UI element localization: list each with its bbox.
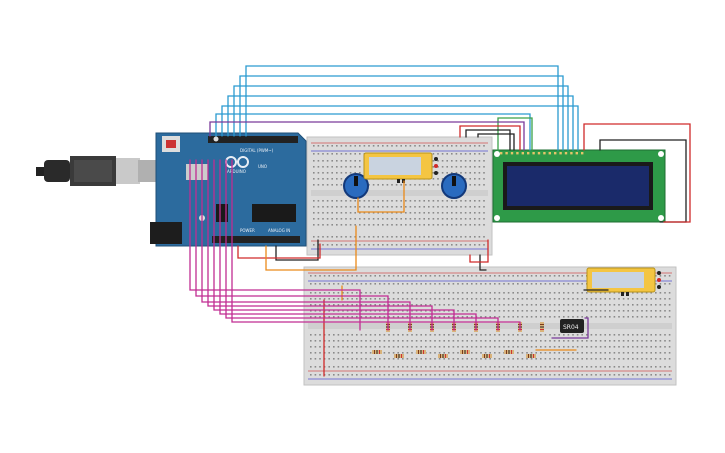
wire-orange-2[interactable] — [265, 225, 357, 271]
arduino-brand-label: ARDUINO — [227, 169, 246, 174]
wire-blue-6[interactable] — [215, 113, 531, 151]
wire-magenta-7[interactable] — [231, 159, 521, 331]
analog-pins-label: ANALOG IN — [268, 228, 290, 233]
lcd-16x2-module[interactable] — [492, 149, 666, 223]
arduino-uno-board[interactable]: ARDUINO UNO DIGITAL (PWM~) POWER ANALOG … — [150, 132, 307, 247]
wire-magenta-6[interactable] — [225, 159, 499, 331]
wire-black-5[interactable] — [275, 239, 319, 261]
wire-blue-1[interactable] — [245, 65, 559, 151]
digital-pins-label: DIGITAL (PWM~) — [240, 148, 274, 153]
wire-magenta-4[interactable] — [213, 159, 455, 331]
ic-module-label: SR04 — [563, 324, 579, 331]
wire-red-4[interactable] — [237, 243, 321, 259]
wire-black-1[interactable] — [465, 129, 511, 151]
arduino-model-label: UNO — [258, 164, 267, 169]
ic-module[interactable]: SR04 — [560, 319, 584, 333]
wire-blue-5[interactable] — [221, 105, 579, 151]
wire-magenta-2[interactable] — [201, 159, 411, 331]
potentiometer-left[interactable] — [343, 173, 369, 199]
wire-black-4[interactable] — [479, 254, 487, 271]
wires[interactable] — [189, 65, 691, 377]
wire-purple-1[interactable] — [209, 121, 525, 151]
power-pins-label: POWER — [240, 228, 255, 233]
wire-red-2[interactable] — [583, 123, 691, 223]
wire-red-3[interactable] — [469, 239, 489, 263]
potentiometer-right[interactable] — [441, 173, 467, 199]
voltage-readout-bottom — [586, 267, 661, 296]
wire-blue-4[interactable] — [227, 95, 574, 151]
wire-magenta-8[interactable] — [189, 159, 361, 331]
wire-purple-2[interactable] — [551, 317, 589, 339]
wire-blue-3[interactable] — [233, 85, 569, 151]
wire-red-1[interactable] — [459, 125, 521, 151]
usb-cable[interactable] — [36, 156, 160, 186]
wire-black-2[interactable] — [477, 133, 515, 151]
wire-orange-1[interactable] — [357, 180, 405, 213]
wire-magenta-1[interactable] — [195, 159, 389, 331]
resistor-row-lower[interactable] — [372, 350, 536, 358]
voltage-readout-top — [363, 152, 438, 183]
